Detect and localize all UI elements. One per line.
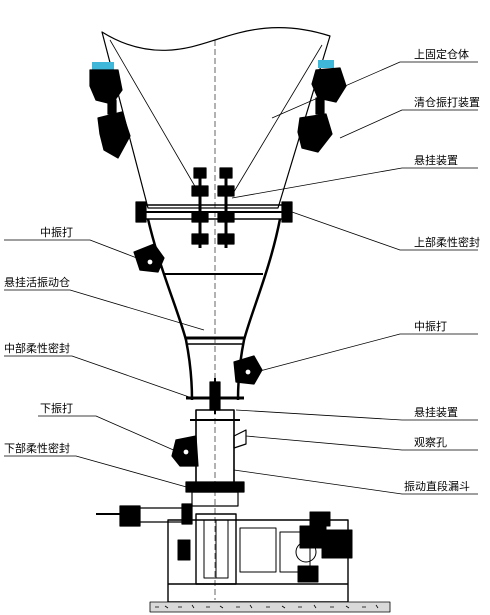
mid-hammer-left-device [133, 243, 165, 273]
leader-straight-hopper [233, 469, 478, 495]
mid-hammer-right-device [233, 355, 263, 385]
suspension-bottom-assembly [186, 378, 244, 414]
mid-flex-seal [186, 336, 244, 345]
label-mid-hammer-right: 中振打 [414, 320, 447, 333]
label-lower-flex-seal: 下部柔性密封 [4, 442, 70, 455]
leader-suspension-top [231, 167, 478, 199]
label-suspended-bin: 悬挂活振动仓 [4, 276, 70, 289]
leader-mid-flex-seal [4, 355, 193, 399]
label-lower-hammer: 下振打 [40, 402, 73, 415]
bottom-feeder [167, 511, 353, 603]
label-suspension-top: 悬挂装置 [414, 154, 458, 167]
leader-lines [4, 61, 478, 495]
leader-mid-hammer-left [4, 239, 143, 261]
ground-base [149, 601, 391, 613]
inner-rod-right [231, 44, 323, 196]
inner-rod-left [109, 39, 201, 196]
leader-upper-bin [271, 61, 478, 119]
lower-hammer-device [171, 435, 199, 467]
label-bin-clean-hammer: 清仓振打装置 [414, 96, 480, 109]
leader-upper-flex-seal [291, 211, 478, 251]
label-mid-flex-seal: 中部柔性密封 [4, 342, 70, 355]
label-upper-flex-seal: 上部柔性密封 [414, 236, 480, 249]
label-suspension-bottom: 悬挂装置 [414, 406, 458, 419]
leader-suspended-bin [4, 289, 205, 331]
label-straight-hopper: 振动直段漏斗 [404, 480, 470, 493]
cylinder-actuator [96, 503, 193, 527]
upper-flex-seal [135, 201, 293, 223]
leader-mid-hammer-right [255, 333, 478, 373]
label-upper-bin: 上固定仓体 [414, 48, 469, 61]
leader-lower-flex-seal [4, 455, 191, 489]
hammer-upper-right [297, 60, 347, 153]
label-mid-hammer-left: 中振打 [40, 226, 73, 239]
sight-hole-port [233, 429, 247, 449]
upper-bin-body [101, 27, 331, 209]
hammer-upper-left [89, 62, 131, 159]
leader-suspension-bottom [235, 409, 478, 421]
leader-lower-hammer [38, 415, 179, 453]
leader-bin-clean-hammer [339, 109, 478, 139]
label-sight-hole: 观察孔 [414, 436, 447, 449]
leader-sight-hole [245, 435, 478, 451]
